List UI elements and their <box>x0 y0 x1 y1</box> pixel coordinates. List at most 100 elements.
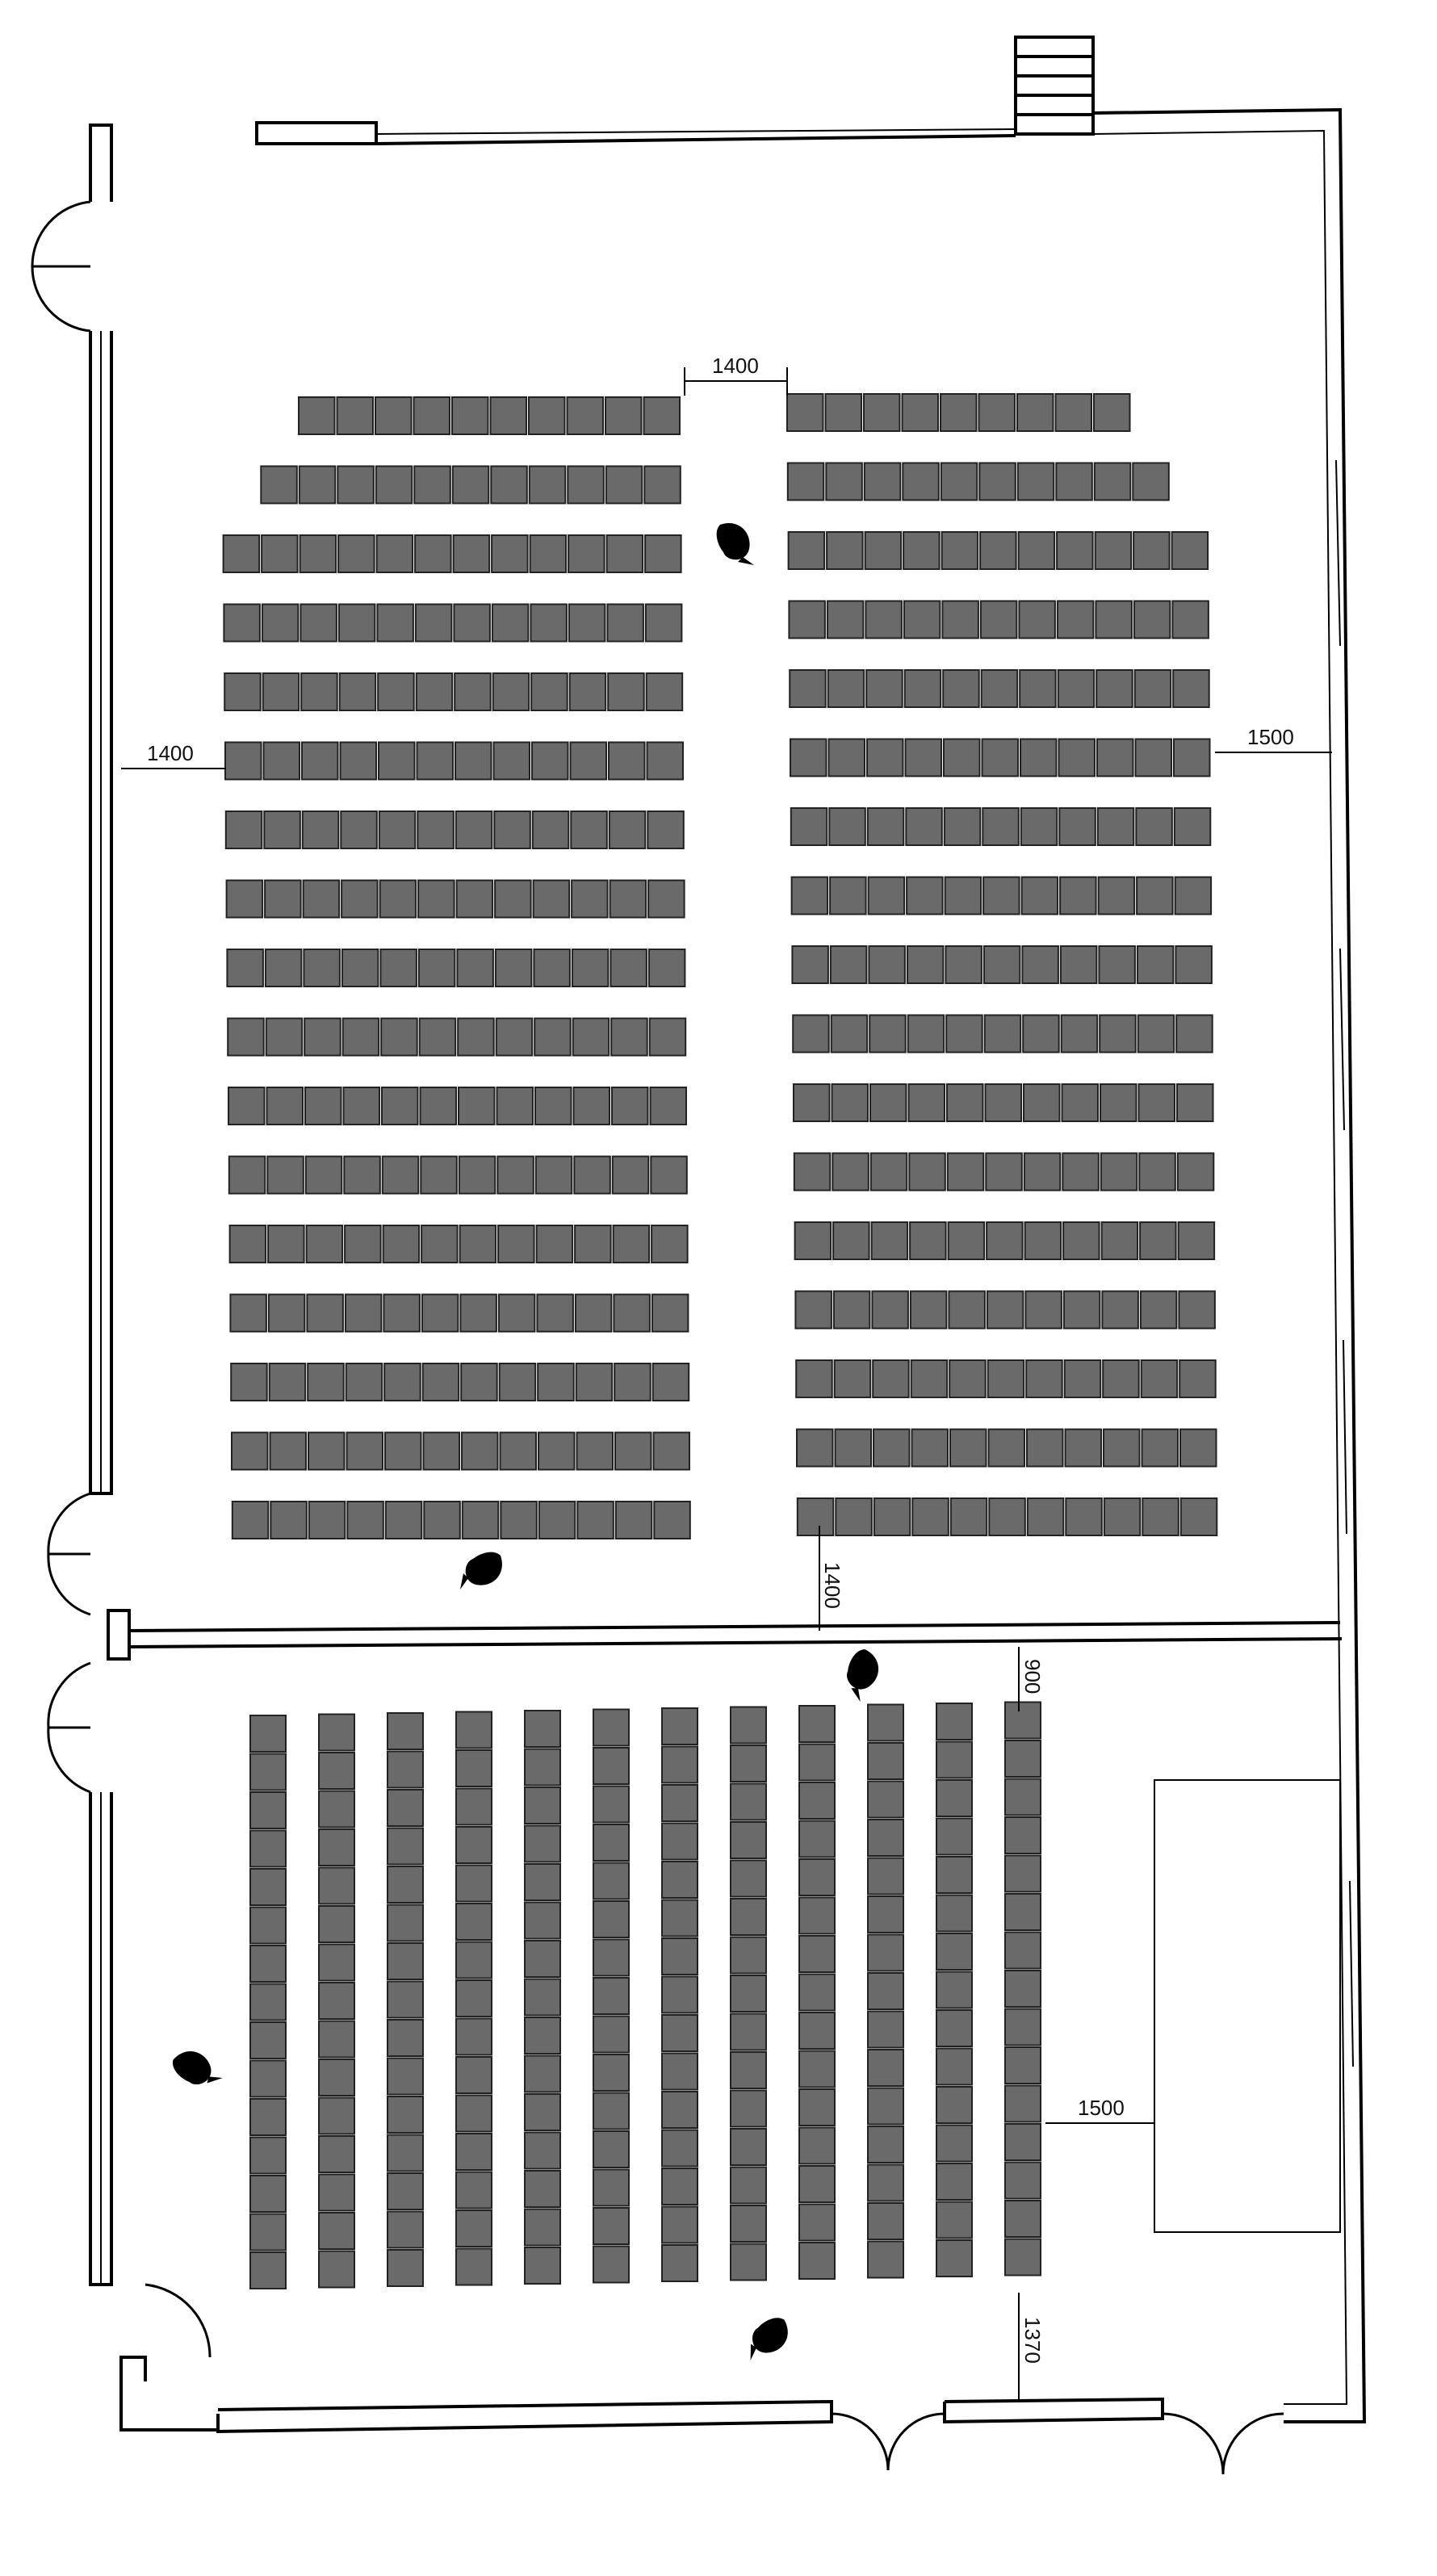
seat <box>730 2166 767 2205</box>
seat <box>661 2129 698 2168</box>
seat <box>643 465 681 505</box>
seat <box>1059 945 1098 984</box>
seat <box>798 1705 836 1743</box>
seat <box>1063 1359 1102 1398</box>
seat <box>661 2168 698 2205</box>
seat <box>384 1501 423 1539</box>
seat <box>904 738 942 777</box>
seat <box>524 1824 561 1863</box>
seat <box>1099 1014 1137 1053</box>
seat <box>299 534 337 573</box>
seat <box>796 1497 835 1536</box>
seat <box>269 1431 307 1471</box>
seat <box>1024 1290 1062 1330</box>
seat <box>249 2021 287 2059</box>
dim-left-aisle: 1400 <box>147 741 194 765</box>
seat <box>318 2250 355 2289</box>
seat <box>794 1290 832 1330</box>
seat <box>1093 393 1131 432</box>
seat <box>344 1225 382 1263</box>
seat <box>661 1975 698 2014</box>
seat <box>798 1896 836 1935</box>
seat <box>661 1707 698 1745</box>
seat <box>730 2128 767 2166</box>
seat <box>936 1933 973 1971</box>
seat <box>264 879 302 919</box>
seat <box>524 1748 561 1786</box>
seat <box>534 1155 573 1195</box>
seat <box>387 1980 424 2019</box>
seat <box>249 1868 287 1906</box>
seat <box>943 738 981 777</box>
seat <box>661 1784 698 1822</box>
seat <box>387 1789 424 1827</box>
seat <box>1058 738 1096 777</box>
seat <box>341 879 379 919</box>
dim-center-aisle: 1400 <box>712 354 759 378</box>
seat <box>730 1975 767 2013</box>
seat <box>644 534 682 573</box>
seat <box>1004 1778 1041 1816</box>
seat <box>593 1862 630 1900</box>
seat <box>458 1087 496 1125</box>
seat <box>652 1431 690 1471</box>
seat <box>318 2020 355 2059</box>
seat <box>268 1363 307 1401</box>
dim-front-upper: 1400 <box>820 1562 844 1609</box>
seat <box>303 949 341 987</box>
seat <box>455 1941 492 1979</box>
seat <box>417 949 456 987</box>
seat <box>495 1017 534 1057</box>
seat <box>249 1753 287 1791</box>
seat <box>524 2055 561 2093</box>
seat <box>1137 1083 1175 1122</box>
seat <box>569 741 607 781</box>
seat <box>266 1155 304 1195</box>
dim-lower-top: 900 <box>1020 1659 1045 1694</box>
seat <box>867 1972 904 2010</box>
seat <box>872 1359 910 1398</box>
seat <box>536 1293 574 1333</box>
stage <box>1154 1779 1341 2233</box>
seat <box>1024 1221 1062 1260</box>
seat <box>982 945 1021 984</box>
seat <box>455 1787 492 1826</box>
seat <box>730 1821 767 1859</box>
seat <box>908 1152 946 1192</box>
seat <box>453 603 491 643</box>
seat <box>610 949 647 987</box>
seat <box>264 949 303 987</box>
seat <box>593 1824 630 1862</box>
seat <box>1141 1428 1179 1468</box>
dimensions: 1400 1400 1500 1400 900 1500 1370 <box>121 354 1332 2402</box>
seat <box>318 1866 355 1905</box>
seat <box>650 1155 688 1195</box>
seat <box>798 1935 836 1973</box>
seat <box>420 1155 458 1195</box>
seat <box>835 1497 873 1536</box>
seat <box>1177 1221 1216 1260</box>
divider-wall <box>128 1621 1341 1632</box>
seat <box>458 1155 496 1195</box>
seat <box>492 741 530 781</box>
seat <box>1062 1221 1100 1260</box>
seat <box>414 534 452 573</box>
seat <box>231 1501 270 1539</box>
seat <box>936 1971 973 2009</box>
seat <box>828 807 866 846</box>
seat <box>499 1431 537 1471</box>
seat <box>498 1363 537 1401</box>
seat <box>249 1829 287 1868</box>
seat <box>867 2202 904 2240</box>
seat <box>301 810 340 849</box>
seat <box>249 2136 287 2175</box>
seat <box>230 1363 268 1401</box>
seat <box>413 396 450 435</box>
seat <box>500 1501 538 1539</box>
seat <box>524 1863 561 1901</box>
seat <box>798 2203 836 2242</box>
seat <box>377 672 415 711</box>
seat <box>647 810 685 849</box>
seat <box>1172 669 1210 708</box>
seat <box>228 1155 266 1195</box>
